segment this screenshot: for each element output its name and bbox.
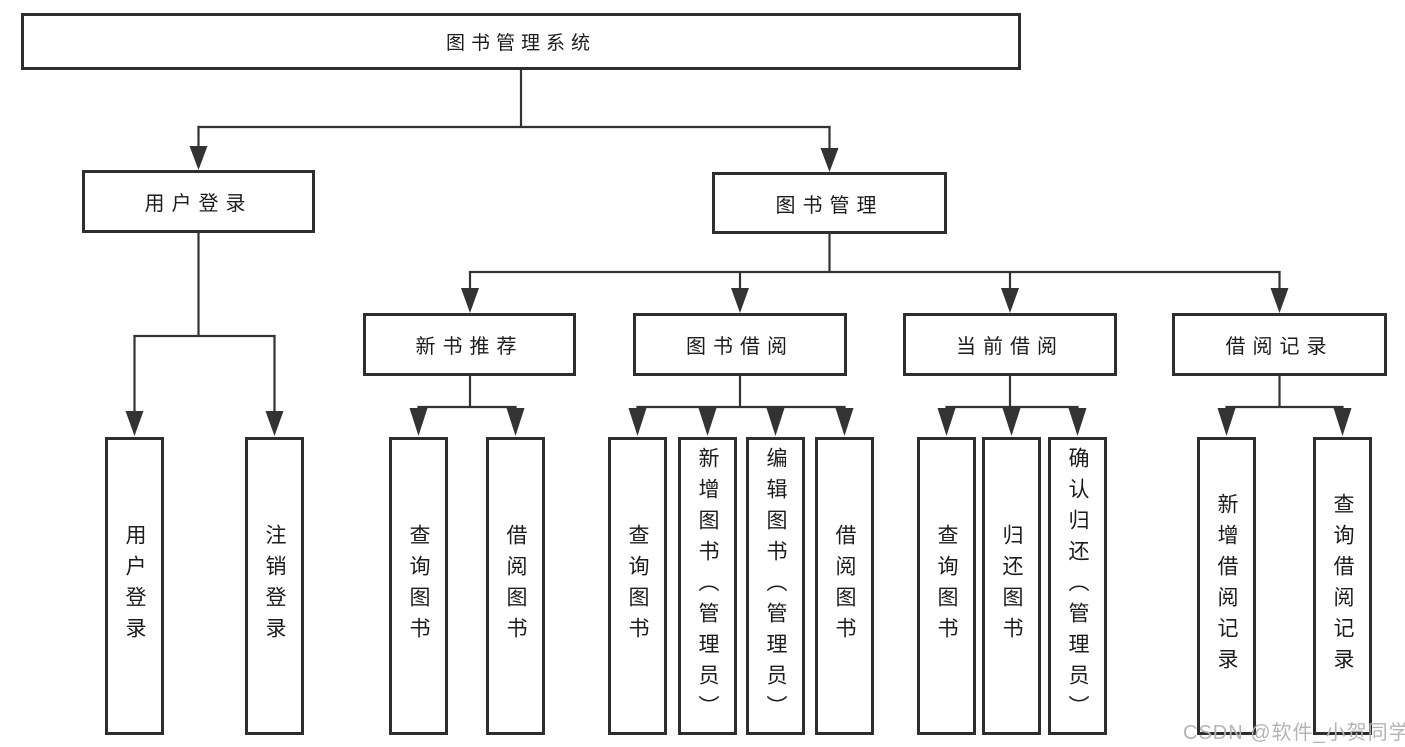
node-label: 编辑图书（管理员）: [764, 446, 787, 726]
leaf-query-books-recommend: 查询图书: [389, 437, 448, 735]
node-label: 新增借阅记录: [1215, 493, 1238, 679]
node-borrowing-records: 借阅记录: [1172, 313, 1387, 376]
leaf-add-books-admin: 新增图书（管理员）: [678, 437, 737, 735]
leaf-edit-books-admin: 编辑图书（管理员）: [746, 437, 805, 735]
node-label: 新增图书（管理员）: [696, 446, 719, 726]
node-new-book-recommendation: 新书推荐: [363, 313, 576, 376]
node-label: 查询图书: [407, 524, 430, 648]
node-label: 当前借阅: [956, 336, 1064, 358]
node-user-login: 用户登录: [82, 170, 315, 233]
leaf-return-books: 归还图书: [982, 437, 1041, 735]
node-label: 查询借阅记录: [1331, 493, 1354, 679]
leaf-query-borrow-record: 查询借阅记录: [1313, 437, 1372, 735]
csdn-watermark: CSDN @软件_小贺同学: [1183, 722, 1405, 744]
node-label: 用户登录: [144, 193, 253, 215]
node-label: 查询图书: [935, 524, 958, 648]
node-label: 归还图书: [1000, 524, 1023, 648]
node-label: 图书管理系统: [445, 33, 596, 54]
leaf-logout: 注销登录: [245, 437, 304, 735]
node-label: 图书借阅: [686, 336, 794, 358]
node-label: 借阅图书: [833, 524, 856, 648]
leaf-add-borrow-record: 新增借阅记录: [1197, 437, 1256, 735]
node-book-borrowing: 图书借阅: [633, 313, 847, 376]
node-label: 借阅记录: [1225, 336, 1334, 358]
node-label: 注销登录: [263, 524, 286, 648]
node-label: 用户登录: [123, 524, 146, 648]
node-label: 图书管理: [775, 194, 884, 217]
leaf-query-books-current: 查询图书: [917, 437, 976, 735]
node-label: 新书推荐: [415, 336, 524, 358]
leaf-user-login: 用户登录: [105, 437, 164, 735]
leaf-borrow-books-borrowing: 借阅图书: [815, 437, 874, 735]
node-label: 查询图书: [626, 524, 649, 648]
node-label: 确认归还（管理员）: [1066, 446, 1089, 726]
node-book-management: 图书管理: [712, 172, 947, 234]
node-current-borrowing: 当前借阅: [903, 313, 1117, 376]
leaf-confirm-return-admin: 确认归还（管理员）: [1048, 437, 1107, 735]
leaf-query-books-borrowing: 查询图书: [608, 437, 667, 735]
node-library-management-system: 图书管理系统: [21, 13, 1021, 70]
node-label: 借阅图书: [504, 524, 527, 648]
leaf-borrow-books-recommend: 借阅图书: [486, 437, 545, 735]
